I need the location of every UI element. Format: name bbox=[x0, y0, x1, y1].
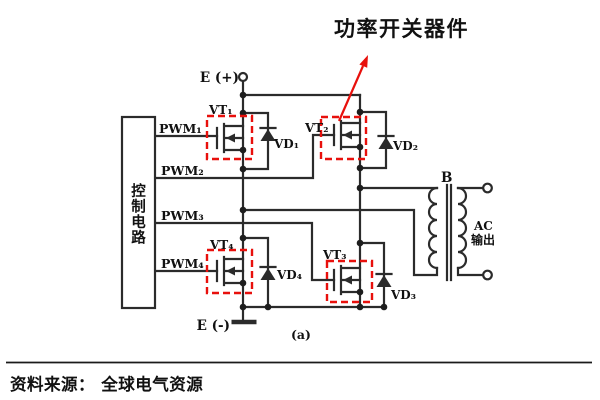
vt2-label: VT₂ bbox=[304, 121, 329, 135]
mosfet-vt3 bbox=[332, 264, 362, 296]
transformer-secondary-coil bbox=[456, 186, 468, 270]
annotation-arrow-icon bbox=[359, 55, 368, 68]
ac-output-label-line2: 输出 bbox=[471, 232, 495, 247]
mosfet-vt1 bbox=[215, 122, 245, 154]
ac-output-label-line1: AC bbox=[473, 219, 493, 233]
vt3-label: VT₃ bbox=[322, 248, 347, 262]
highlight-box-vt4 bbox=[205, 248, 254, 295]
vd2-label: VD₂ bbox=[392, 139, 418, 153]
dc-positive-label: E (+) bbox=[200, 70, 239, 86]
vd1-label: VD₁ bbox=[273, 137, 299, 151]
dc-positive-terminal bbox=[237, 71, 249, 83]
vd4-branch-wire bbox=[241, 236, 270, 309]
diode-vd4 bbox=[259, 265, 277, 282]
bridge-output1-wire bbox=[241, 208, 439, 277]
pwm2-wire bbox=[154, 133, 336, 180]
dc-negative-label: E (-) bbox=[197, 318, 230, 334]
mosfet-vt4 bbox=[215, 255, 245, 287]
annotation-title: 功率开关器件 bbox=[334, 16, 469, 41]
annotation-arrow-line bbox=[337, 65, 365, 122]
highlight-box-vt2 bbox=[319, 115, 368, 161]
control-box-char-3: 电 bbox=[131, 213, 146, 231]
ac-terminal-top bbox=[482, 182, 493, 194]
transformer-primary-coil bbox=[427, 186, 439, 270]
pwm1-label: PWM₁ bbox=[159, 121, 202, 136]
control-box-char-2: 制 bbox=[131, 198, 146, 216]
control-box-char-4: 路 bbox=[131, 229, 146, 247]
control-box-char-1: 控 bbox=[131, 182, 146, 200]
highlight-box-vt1 bbox=[205, 114, 254, 161]
diode-vd3 bbox=[375, 272, 393, 289]
mosfet-vt2 bbox=[332, 119, 362, 151]
subfigure-label: (a) bbox=[291, 327, 311, 342]
ac-terminal-bottom bbox=[482, 269, 493, 281]
pwm4-label: PWM₄ bbox=[161, 256, 204, 271]
vd3-label: VD₃ bbox=[390, 288, 416, 302]
vd4-label: VD₄ bbox=[276, 268, 302, 282]
secondary-bottom-lead bbox=[456, 266, 485, 277]
vt4-label: VT₄ bbox=[209, 238, 234, 252]
transformer-core bbox=[445, 183, 453, 282]
source-caption: 资料来源： 全球电气资源 bbox=[10, 374, 203, 394]
transformer-label: B bbox=[441, 170, 452, 186]
pwm3-wire bbox=[154, 221, 336, 282]
pwm2-label: PWM₂ bbox=[161, 163, 204, 178]
pwm3-label: PWM₃ bbox=[161, 208, 204, 223]
vt1-label: VT₁ bbox=[208, 103, 233, 117]
diode-vd2 bbox=[377, 134, 395, 151]
control-circuit-box bbox=[120, 115, 157, 310]
highlight-box-vt3 bbox=[325, 259, 374, 304]
junction-dots bbox=[239, 91, 388, 311]
